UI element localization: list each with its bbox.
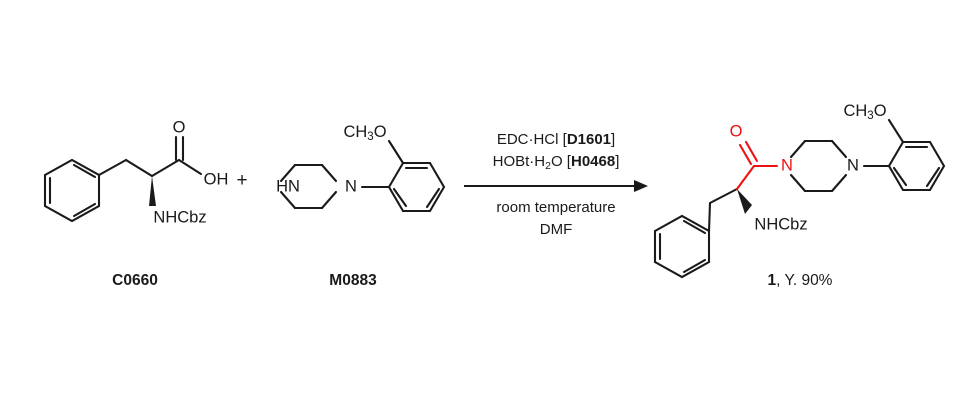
phenyl-ring — [43, 158, 101, 223]
product-yield: , Y. 90% — [776, 272, 833, 289]
r2-ome-ch: CH — [343, 123, 367, 141]
benzyl-ch2-bond-a — [97, 158, 128, 177]
product-benzyl-bond-a — [707, 201, 712, 233]
r2-ome-o: O — [374, 123, 387, 141]
product-methoxyphenyl-ring — [887, 140, 946, 192]
reagent-line-1: EDC·HCl [D1601] — [497, 131, 615, 148]
r2-ome-sub: 3 — [367, 131, 373, 143]
product-methoxy-bond — [887, 118, 905, 144]
reagent-2-sub: 2 — [545, 160, 551, 172]
reagent-1-code: D1601 — [567, 131, 611, 148]
reagent-2-text: HOBt·H — [493, 153, 546, 170]
methoxyphenyl-ring-reactant2 — [387, 161, 446, 213]
reactant-1-label: C0660 — [112, 272, 158, 289]
prod-ome-ch: CH — [843, 102, 867, 120]
product-phenyl-ring — [653, 214, 711, 279]
reagent-1-text: EDC·HCl [ — [497, 131, 568, 148]
product-nhcbz-label: NHCbz — [754, 215, 807, 233]
reactant2-hn-label: HN — [276, 177, 300, 195]
reagent-2-mid: O [ — [551, 153, 572, 170]
reagent-2-code: H0468 — [571, 153, 615, 170]
piperazine-ring — [279, 163, 338, 210]
product-amide-n-label: N — [781, 156, 793, 174]
product-alpha-carbonyl-bond — [735, 164, 756, 191]
product-structure: O N NHCbz N CH3O — [653, 102, 946, 279]
prod-ome-o: O — [874, 102, 887, 120]
reactant1-nhcbz-label: NHCbz — [153, 208, 206, 226]
c-oh-bond — [177, 158, 203, 176]
reactant-2-label: M0883 — [329, 272, 377, 289]
reactant-2-structure: HN N CH3O — [276, 123, 446, 213]
condition-line-1: room temperature — [496, 199, 615, 216]
reagent-2-tail: ] — [615, 153, 619, 170]
reactant2-methoxy-label: CH3O — [343, 123, 386, 143]
reagent-line-2: HOBt·H2O [H0468] — [493, 153, 620, 172]
product-benzyl-bond-b — [708, 187, 739, 205]
alpha-carbonyl-bond — [150, 158, 181, 178]
prod-ome-sub: 3 — [867, 110, 873, 122]
reactant2-n-label: N — [345, 177, 357, 195]
arrow-head — [634, 180, 648, 192]
reactant-1-structure: O OH NHCbz — [43, 118, 229, 226]
product-label: 1, Y. 90% — [768, 272, 833, 289]
benzyl-ch2-bond-b — [124, 158, 154, 178]
carboxyl-double-bond — [174, 135, 185, 162]
reactant1-carbonyl-o-label: O — [173, 118, 186, 136]
product-carbonyl-double-bond — [738, 140, 759, 166]
methoxy-bond-reactant2 — [387, 139, 405, 165]
product-piperazine-n-label: N — [847, 156, 859, 174]
product-carbonyl-o-label: O — [730, 122, 743, 140]
reagent-1-tail: ] — [611, 131, 615, 148]
reaction-arrow-group: EDC·HCl [D1601] HOBt·H2O [H0468] room te… — [464, 131, 648, 238]
product-number: 1 — [768, 272, 777, 289]
plus-sign: + — [236, 170, 247, 191]
product-piperazine-ring — [789, 139, 848, 193]
condition-line-2: DMF — [540, 221, 573, 238]
product-methoxy-label: CH3O — [843, 102, 886, 122]
stereo-wedge-product — [737, 189, 752, 214]
reactant1-oh-label: OH — [204, 170, 229, 188]
stereo-wedge-reactant1 — [149, 176, 156, 206]
